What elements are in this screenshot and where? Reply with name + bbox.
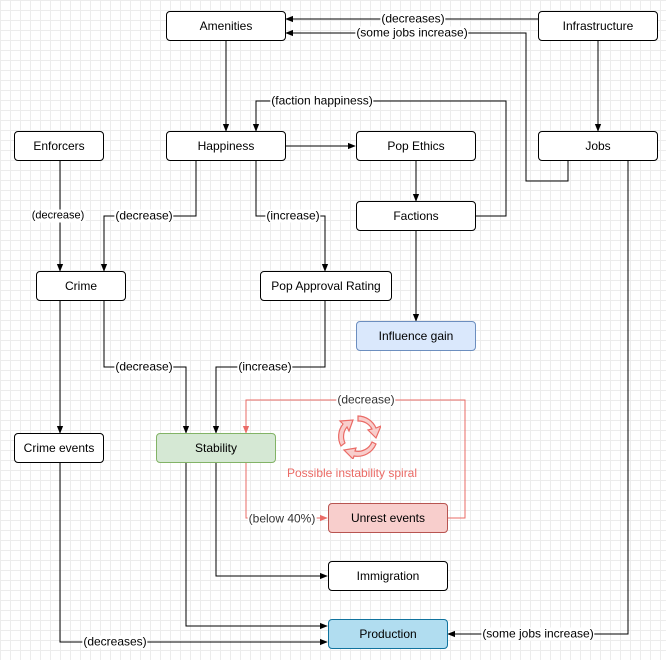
- label-enforcers-crime: (decrease): [30, 209, 86, 223]
- edge-stability-immigration: [215, 463, 328, 580]
- label-stability-unrest: (below 40%): [247, 511, 317, 526]
- node-production: Production: [328, 619, 448, 649]
- node-infrastructure: Infrastructure: [538, 11, 658, 41]
- label-infra-amenities-decreases: (decreases): [380, 11, 446, 26]
- node-enforcers: Enforcers: [14, 131, 104, 161]
- node-unrest-events: Unrest events: [328, 503, 448, 533]
- edge-unrest-stability: [242, 399, 466, 519]
- node-immigration: Immigration: [328, 561, 448, 591]
- cycle-icon: [338, 415, 381, 459]
- label-happiness-approval: (increase): [265, 208, 321, 223]
- node-happiness: Happiness: [166, 131, 286, 161]
- label-jobs-production: (some jobs increase): [481, 626, 595, 641]
- edge-crimeevents-production: [59, 463, 328, 646]
- node-pop-approval-rating: Pop Approval Rating: [260, 271, 392, 301]
- label-happiness-crime: (decrease): [114, 208, 174, 223]
- node-pop-ethics: Pop Ethics: [356, 131, 476, 161]
- label-faction-happiness: (faction happiness): [270, 93, 374, 108]
- node-influence-gain: Influence gain: [356, 321, 476, 351]
- spiral-caption: Possible instability spiral: [286, 466, 418, 480]
- node-crime: Crime: [36, 271, 126, 301]
- node-crime-events: Crime events: [14, 433, 104, 463]
- label-approval-stability: (increase): [237, 359, 293, 374]
- label-unrest-stability: (decrease): [336, 392, 396, 407]
- label-infra-amenities-some-jobs: (some jobs increase): [355, 25, 469, 40]
- edge-jobs-production: [447, 161, 629, 638]
- node-stability: Stability: [156, 433, 276, 463]
- node-factions: Factions: [356, 201, 476, 231]
- node-amenities: Amenities: [166, 11, 286, 41]
- label-crime-stability: (decrease): [114, 359, 174, 374]
- edge-stability-production: [185, 463, 328, 630]
- edge-factions-happiness: [252, 100, 507, 217]
- node-jobs: Jobs: [538, 131, 658, 161]
- label-crimeevents-production: (decreases): [82, 634, 148, 649]
